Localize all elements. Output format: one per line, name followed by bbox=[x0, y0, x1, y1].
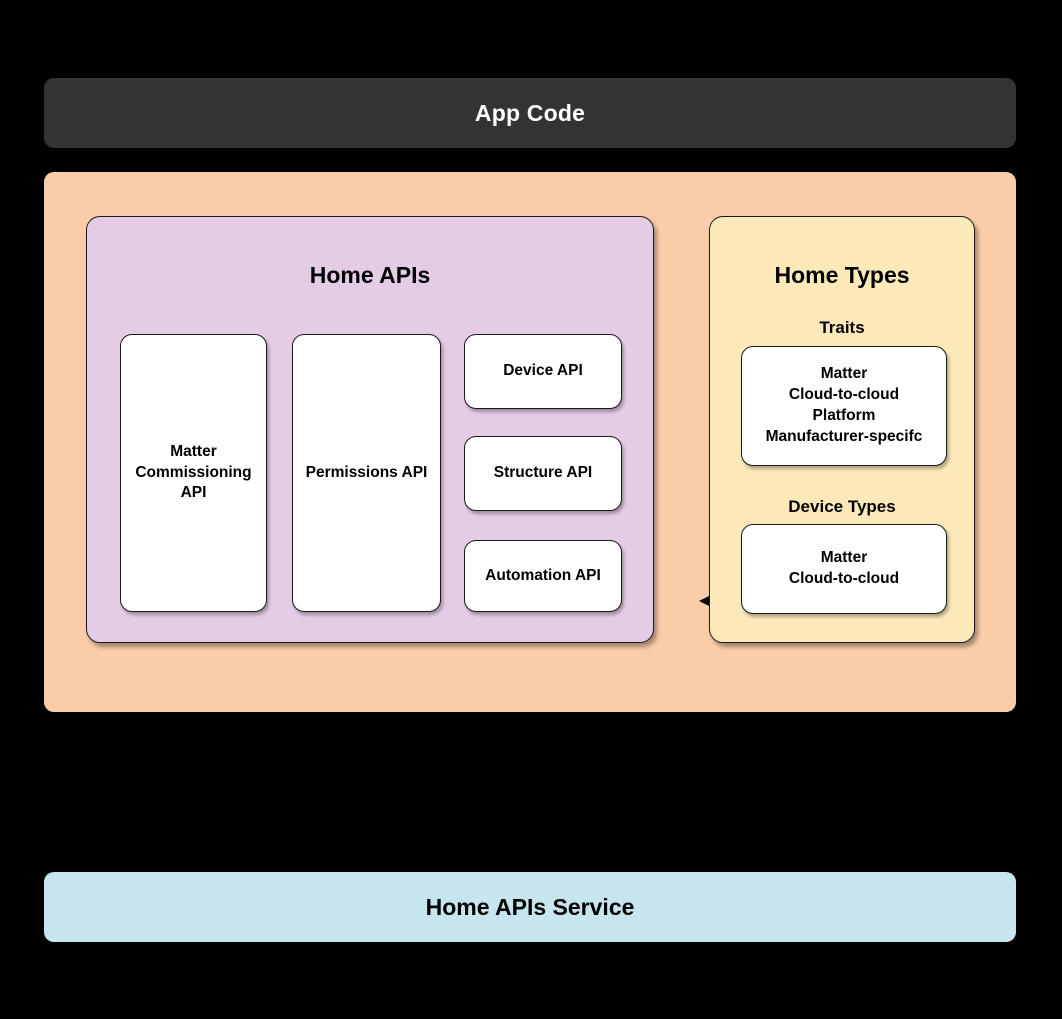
device-types-section-label: Device Types bbox=[788, 497, 896, 516]
card-matter-commissioning-api[interactable]: Matter Commissioning API bbox=[120, 334, 267, 612]
app-code-label: App Code bbox=[474, 99, 586, 126]
card-structure-api[interactable]: Structure API bbox=[464, 436, 622, 511]
home-types-title: Home Types bbox=[774, 262, 910, 288]
home-apis-sdk-label: Home APIs SDK bbox=[446, 839, 614, 864]
card-device-api[interactable]: Device API bbox=[464, 334, 622, 409]
home-types-panel: Home Types Traits Matter Cloud-to-cloud … bbox=[709, 216, 975, 643]
traits-section-label: Traits bbox=[819, 318, 865, 337]
app-code-block: App Code bbox=[44, 78, 1016, 148]
home-apis-panel: Home APIs Matter Commissioning API Permi… bbox=[86, 216, 654, 643]
home-apis-service-label: Home APIs Service bbox=[425, 893, 635, 920]
home-apis-sdk-container: Home APIs Matter Commissioning API Permi… bbox=[44, 172, 1016, 864]
home-apis-title: Home APIs bbox=[309, 262, 431, 288]
home-apis-service-block: Home APIs Service bbox=[44, 872, 1016, 942]
card-permissions-api[interactable]: Permissions API bbox=[292, 334, 441, 612]
card-device-types-list[interactable]: Matter Cloud-to-cloud bbox=[741, 524, 947, 614]
card-automation-api[interactable]: Automation API bbox=[464, 540, 622, 612]
card-traits-list[interactable]: Matter Cloud-to-cloud Platform Manufactu… bbox=[741, 346, 947, 466]
